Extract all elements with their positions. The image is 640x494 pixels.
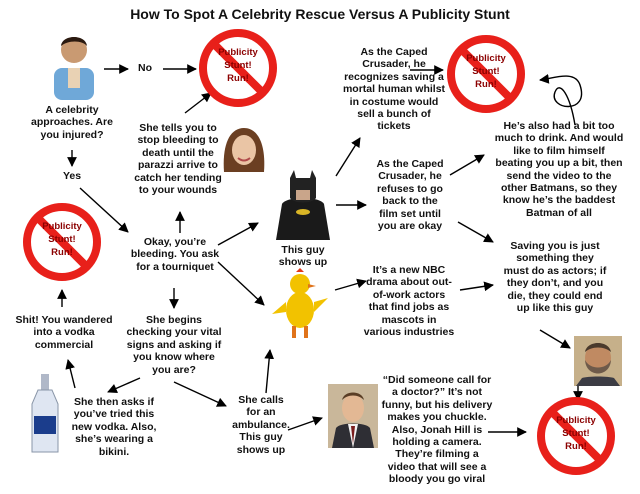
stunt-label-3: Run! [227,73,249,84]
chicken-mascot-icon [272,268,328,338]
node-vital-signs: She begins checking your vital signs and… [126,314,222,376]
node-nbc-drama: It’s a new NBC drama about out- of-work … [363,264,455,339]
celebrity-woman-icon [223,128,265,172]
node-this-guy: This guy shows up [278,244,328,269]
stunt-label-2: Stunt! [472,66,499,77]
stunt-label-3: Run! [475,79,497,90]
stunt-label-1: Publicity [466,53,506,64]
node-bleeding: Okay, you’re bleeding. You ask for a tou… [130,236,220,273]
node-no: No [138,62,152,74]
stunt-label-2: Stunt! [224,60,251,71]
no-sign-icon: Publicity Stunt! Run! [537,397,615,475]
node-new-vodka: She then asks if you’ve tried this new v… [71,396,157,458]
arrow-newvodka-commercial [65,359,76,389]
node-vodka-commercial: Shit! You wandered into a vodka commerci… [15,314,113,351]
node-saving-you: Saving you is just something they must d… [503,240,607,315]
arrow-vital-newvodka [107,377,141,393]
vodka-bottle-icon [31,374,59,453]
no-sign-icon: Publicity Stunt! Run! [447,35,525,113]
arrow-ambulance-guy [264,349,275,394]
node-celebrity-approaches: A celebrity approaches. Are you injured? [31,104,113,141]
node-stop-bleeding: She tells you to stop bleeding to death … [134,122,222,197]
node-yes: Yes [62,170,82,182]
page-title: How To Spot A Celebrity Rescue Versus A … [130,6,510,22]
no-sign-icon: Publicity Stunt! Run! [23,203,101,281]
node-drink: He’s also had a bit too much to drink. A… [494,120,624,219]
stunt-label-3: Run! [51,247,73,258]
arrow-batman-saves [335,137,361,177]
celebrity-man-icon [54,37,94,100]
no-sign-icon: Publicity Stunt! Run! [199,29,277,107]
arrow-refuses-saving [457,221,494,243]
batman-icon [276,170,330,240]
node-caped-saves: As the Caped Crusader, he recognizes sav… [342,46,446,133]
stunt-label-1: Publicity [218,47,258,58]
stunt-label-2: Stunt! [48,234,75,245]
actor-icon [328,384,378,448]
stunt-label-1: Publicity [556,415,596,426]
arrow-vital-ambulance [173,381,227,407]
bearded-actor-icon [574,336,622,386]
node-caped-refuses: As the Caped Crusader, he refuses to go … [376,158,444,233]
stunt-label-2: Stunt! [562,428,589,439]
arrow-saving-actor [539,329,571,349]
node-ambulance: She calls for an ambulance. This guy sho… [232,394,290,456]
arrow-drink-stunt [539,73,583,126]
node-doctor: “Did someone call for a doctor?” It’s no… [381,374,493,486]
stunt-label-3: Run! [565,441,587,452]
stunt-label-1: Publicity [42,221,82,232]
